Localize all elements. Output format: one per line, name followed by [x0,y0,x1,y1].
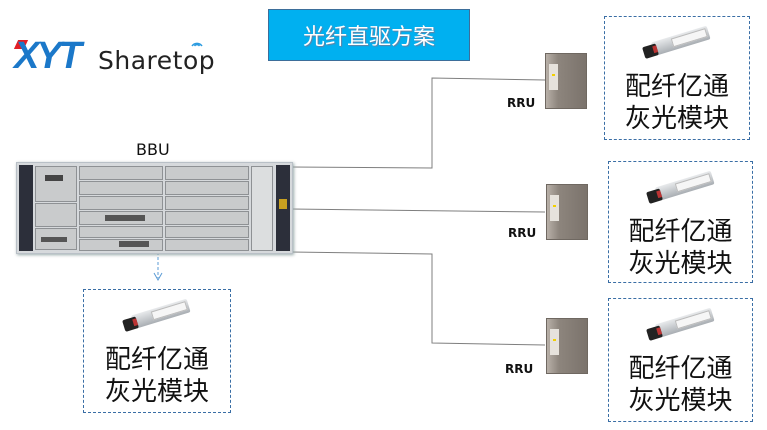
bbu-slot [165,211,249,225]
module-text-line2: 灰光模块 [628,249,733,279]
wifi-icon [191,42,203,47]
rru-device-image [546,318,588,374]
sfp-module-icon [644,303,717,345]
bbu-slot [35,166,77,202]
module-text-line2: 灰光模块 [104,377,209,407]
rack-ear-left [19,165,33,251]
bbu-slot [165,239,249,251]
logo-wordmark: Sharetop [98,46,216,75]
bbu-slot [165,166,249,180]
rru-label: RRU [505,362,534,376]
module-text-line1: 配纤亿通 [628,354,733,384]
module-text-line1: 配纤亿通 [624,72,729,102]
bbu-slot [165,181,249,195]
bbu-label: BBU [136,140,170,159]
rru-label: RRU [507,96,536,110]
bbu-port-row [119,241,149,247]
module-text-line2: 灰光模块 [624,104,729,134]
fiber-line-1 [290,77,546,169]
fiber-line-3 [290,251,546,346]
module-text-line2: 灰光模块 [628,386,733,416]
rru-module-box: 配纤亿通 灰光模块 [604,16,750,140]
bbu-port [41,237,67,242]
bbu-device-image [16,162,293,254]
rru-module-box: 配纤亿通 灰光模块 [608,161,753,283]
bbu-slot [79,196,163,210]
bbu-connector [279,199,287,209]
bbu-port [45,175,63,181]
logo-mark: XYT [14,35,82,77]
rru-device-image [546,184,588,240]
bbu-slot [35,203,77,227]
rru-label: RRU [508,226,537,240]
bbu-slot [165,226,249,238]
bbu-slot [79,166,163,180]
sfp-module-icon [640,21,713,63]
diagram-title: 光纤直驱方案 [268,9,470,61]
sfp-module-icon [120,294,193,336]
sfp-module-icon [644,166,717,208]
module-text-line1: 配纤亿通 [628,217,733,247]
bbu-slot [165,196,249,210]
fiber-line-2 [290,208,546,213]
bbu-module-box: 配纤亿通 灰光模块 [83,289,231,413]
bbu-slot [79,181,163,195]
rru-module-box: 配纤亿通 灰光模块 [608,298,753,422]
module-text-line1: 配纤亿通 [104,345,209,375]
bbu-port-row [105,215,145,221]
rru-device-image [545,53,587,109]
bbu-slot [79,226,163,238]
diagram-title-text: 光纤直驱方案 [302,25,435,50]
company-logo: XYT Sharetop [13,34,224,80]
down-arrow-icon [153,272,163,282]
bbu-power-slot [251,166,273,251]
